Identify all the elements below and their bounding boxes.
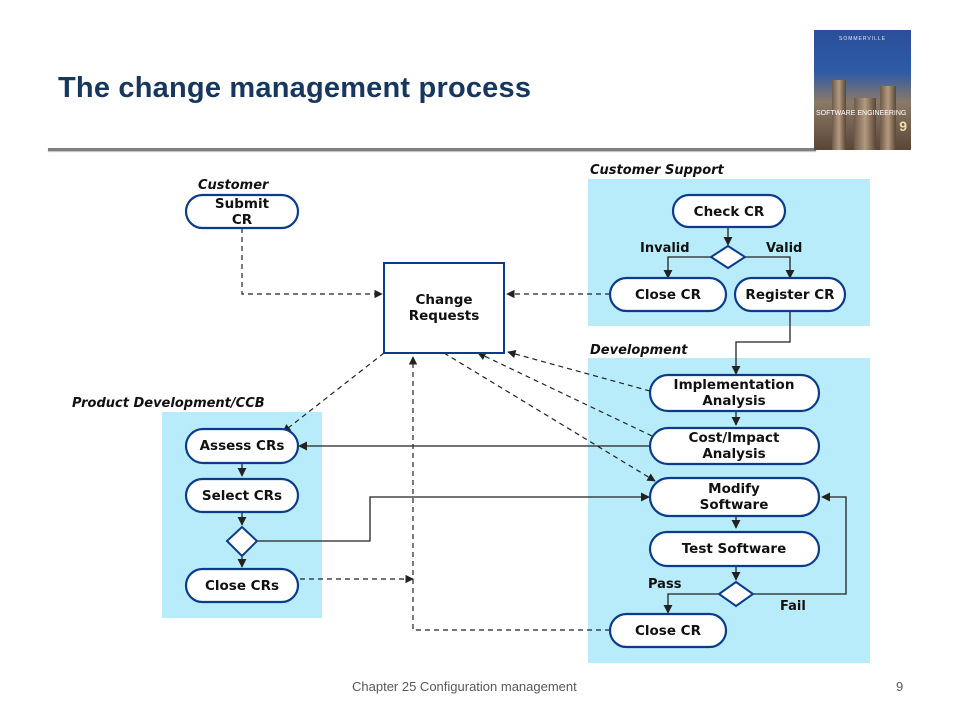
dataflow-submit-to-requests <box>241 228 383 299</box>
cost-impact-analysis-label: Analysis <box>702 446 765 462</box>
close-cr-dev-label: Close CR <box>635 623 702 639</box>
selection-decision <box>225 525 259 558</box>
book-edition: 9 <box>899 118 907 134</box>
change-requests-label: Change <box>415 292 472 308</box>
select-crs-node <box>184 477 300 514</box>
test-software-label: Test Software <box>682 541 786 557</box>
branch-label-pass: Pass <box>648 577 682 592</box>
select-crs-label: Select CRs <box>202 488 282 504</box>
submit-cr-node <box>184 193 300 230</box>
lane-label-customer-support: Customer Support <box>590 163 725 178</box>
cost-impact-analysis-label: Cost/Impact <box>689 430 780 446</box>
submit-cr-label: CR <box>232 212 253 228</box>
flow-register-to-implementation <box>731 311 791 375</box>
register-cr-label: Register CR <box>745 287 835 303</box>
slide-footer: Chapter 25 Configuration management <box>352 679 577 694</box>
dataflow-implementation-to-requests <box>507 349 651 392</box>
page-number: 9 <box>896 679 904 694</box>
branch-label-fail: Fail <box>780 599 806 614</box>
flow-decision-to-modify <box>257 492 650 542</box>
flow-valid-to-register <box>745 256 795 279</box>
cover-building-shape <box>854 98 876 150</box>
cover-building-shape <box>832 80 846 150</box>
register-cr-node <box>733 276 847 313</box>
check-cr-node <box>671 193 787 229</box>
book-author: SOMMERVILLE <box>838 36 887 42</box>
close-cr-support-node <box>608 276 728 313</box>
flow-pass-to-close <box>663 593 719 614</box>
change-requests-store <box>383 262 505 354</box>
flow-fail-to-modify <box>753 492 847 595</box>
test-result-decision <box>717 580 755 608</box>
submit-cr-label: Submit <box>215 196 270 212</box>
assess-crs-node <box>184 427 300 465</box>
assess-crs-label: Assess CRs <box>200 438 285 454</box>
close-cr-support-label: Close CR <box>635 287 702 303</box>
book-cover-image: SOMMERVILLE SOFTWARE ENGINEERING 9 <box>814 30 911 150</box>
branch-label-invalid: Invalid <box>640 241 690 256</box>
cover-building-shape <box>880 86 896 150</box>
close-crs-node <box>184 567 300 604</box>
close-cr-dev-node <box>608 612 728 649</box>
lane-label-development: Development <box>590 343 688 358</box>
validity-decision <box>709 244 747 270</box>
change-requests-label: Requests <box>409 308 480 324</box>
implementation-analysis-label: Implementation <box>674 377 795 393</box>
implementation-analysis-label: Analysis <box>702 393 765 409</box>
slide-title: The change management process <box>58 72 532 104</box>
title-divider <box>48 148 816 151</box>
dataflow-requests-to-assess <box>282 352 385 433</box>
lane-label-customer: Customer <box>198 178 270 193</box>
dataflow-close-cr-to-requests <box>408 356 610 631</box>
flow-invalid-to-close <box>663 256 711 279</box>
implementation-analysis-node <box>648 373 821 413</box>
cost-impact-analysis-node <box>648 426 821 466</box>
modify-software-label: Software <box>700 497 769 513</box>
close-crs-label: Close CRs <box>205 578 279 594</box>
modify-software-label: Modify <box>708 481 760 497</box>
modify-software-node <box>648 476 821 518</box>
test-software-node <box>648 530 821 568</box>
branch-label-valid: Valid <box>766 241 802 256</box>
check-cr-label: Check CR <box>694 204 765 220</box>
book-title: SOFTWARE ENGINEERING <box>816 110 907 117</box>
lane-label-product-development: Product Development/CCB <box>72 396 265 411</box>
